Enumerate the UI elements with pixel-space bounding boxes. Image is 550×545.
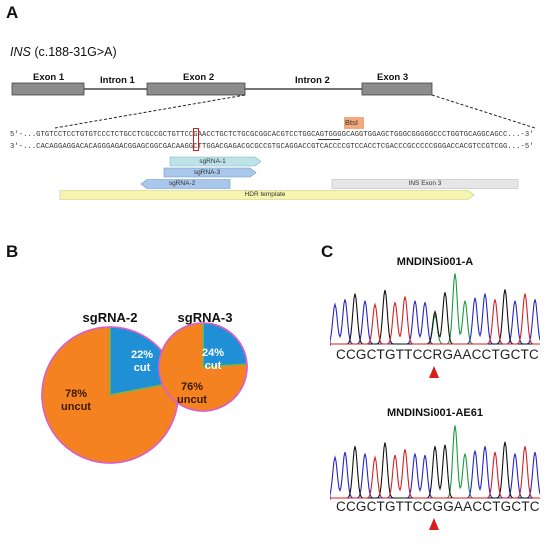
zoom-line-left <box>54 94 246 129</box>
chrom2-marker-icon <box>429 518 439 530</box>
chrom2-seq-b: GAACCTGCTC <box>443 499 540 514</box>
exon1-box <box>11 82 85 96</box>
pie1-title: sgRNA-2 <box>82 310 138 325</box>
chrom1-marker-icon <box>429 366 439 378</box>
sequence-top: 5'-...GTGTCCTCCTGTGTCCCTCTGCCTCGCCGCTGTT… <box>10 131 534 139</box>
ins-exon3-label: INS Exon 3 <box>408 180 442 187</box>
pie2-uncut-pct: 76% <box>180 381 204 393</box>
seq-bottom-prefix: 3'- <box>10 143 24 151</box>
pie2-cut-label: 24%cut <box>193 347 233 373</box>
feature-track <box>59 156 519 200</box>
seq-bottom-suffix: -5' <box>520 143 534 151</box>
trace-C <box>330 293 540 346</box>
trace-G <box>330 441 540 500</box>
seq-top-suffix: -3' <box>520 131 534 139</box>
pie2-uncut-word: uncut <box>177 394 207 406</box>
gene-mutation-label: INS (c.188-31G>A) <box>10 45 117 59</box>
chrom2-seq-a: CCGCTGTTCC <box>336 499 433 514</box>
chrom1-seq-a: CCGCTGTTCC <box>336 347 433 362</box>
btsi-site-box <box>344 117 364 129</box>
exon2-label: Exon 2 <box>183 72 215 83</box>
sgrna1-label: sgRNA-1 <box>199 158 226 165</box>
pie1-cut-word: cut <box>133 362 151 374</box>
hdr-template-label: HDR template <box>244 191 286 198</box>
chrom1-sequence: CCGCTGTTCCRGAACCTGCTC <box>336 347 539 362</box>
intron1-label: Intron 1 <box>100 75 135 86</box>
sgrna2-arrow <box>140 179 231 189</box>
sequence-bottom: 3'-...CACAGGAGGACACAGGGAGACGGAGCGGCGACAA… <box>10 143 534 151</box>
seq-top-prefix: 5'- <box>10 131 24 139</box>
gene-name: INS <box>10 45 31 59</box>
pie1-uncut-label: 78%uncut <box>56 388 96 414</box>
seq-bottom: ...CACAGGAGGACACAGGGAGACGGAGCGGCGACAAGGC… <box>23 143 521 151</box>
chrom2-sequence: CCGCTGTTCCGGAACCTGCTC <box>336 499 540 514</box>
panel-b-letter: B <box>6 242 19 261</box>
chrom1-seq-base: R <box>432 347 443 362</box>
chrom1-seq-b: GAACCTGCTC <box>442 347 539 362</box>
sgrna3-label: sgRNA-3 <box>193 169 221 176</box>
sgrna2-label: sgRNA-2 <box>168 180 196 187</box>
chrom2-trace <box>330 425 540 500</box>
panel-a-letter: A <box>6 3 19 22</box>
pie1-cut-pct: 22% <box>130 349 154 361</box>
btsi-underline <box>318 139 340 140</box>
intron2-label: Intron 2 <box>295 75 330 86</box>
pie1-uncut-pct: 78% <box>64 388 88 400</box>
chrom2-title: MNDINSi001-AE61 <box>387 407 483 419</box>
exon1-label: Exon 1 <box>33 72 65 83</box>
mutation-name: (c.188-31G>A) <box>30 45 117 59</box>
pie1-cut-label: 22%cut <box>127 349 157 375</box>
hdr-template-arrow <box>59 190 475 200</box>
gene-map <box>11 82 536 129</box>
exon3-box <box>361 82 433 96</box>
exon3-label: Exon 3 <box>377 72 409 83</box>
pie2-chart <box>158 322 248 412</box>
trace-T <box>330 293 540 346</box>
sgrna3-arrow <box>163 167 257 178</box>
btsi-label: BtsI <box>345 118 358 127</box>
pie2-title: sgRNA-3 <box>177 310 233 325</box>
mutation-site-box <box>193 128 199 151</box>
sgrna1-arrow <box>169 156 262 167</box>
pie2-cut-pct: 24% <box>201 347 225 359</box>
pie2-cut-word: cut <box>204 360 222 372</box>
chrom1-trace <box>330 273 540 346</box>
seq-top: ...GTGTCCTCCTGTGTCCCTCTGCCTCGCCGCTGTTCCG… <box>23 131 521 139</box>
pie1-uncut-word: uncut <box>61 401 91 413</box>
panel-c-letter: C <box>321 242 334 261</box>
trace-C <box>330 446 540 500</box>
pie2-uncut-label: 76%uncut <box>172 381 212 407</box>
chrom2-seq-base: G <box>432 499 444 514</box>
trace-T <box>330 446 540 500</box>
chrom1-title: MNDINSi001-A <box>396 256 474 268</box>
zoom-line-right <box>431 94 536 129</box>
pie-border <box>158 322 248 412</box>
trace-G <box>330 289 540 346</box>
ins-exon3-bar <box>331 179 519 189</box>
exon2-box <box>146 82 246 96</box>
